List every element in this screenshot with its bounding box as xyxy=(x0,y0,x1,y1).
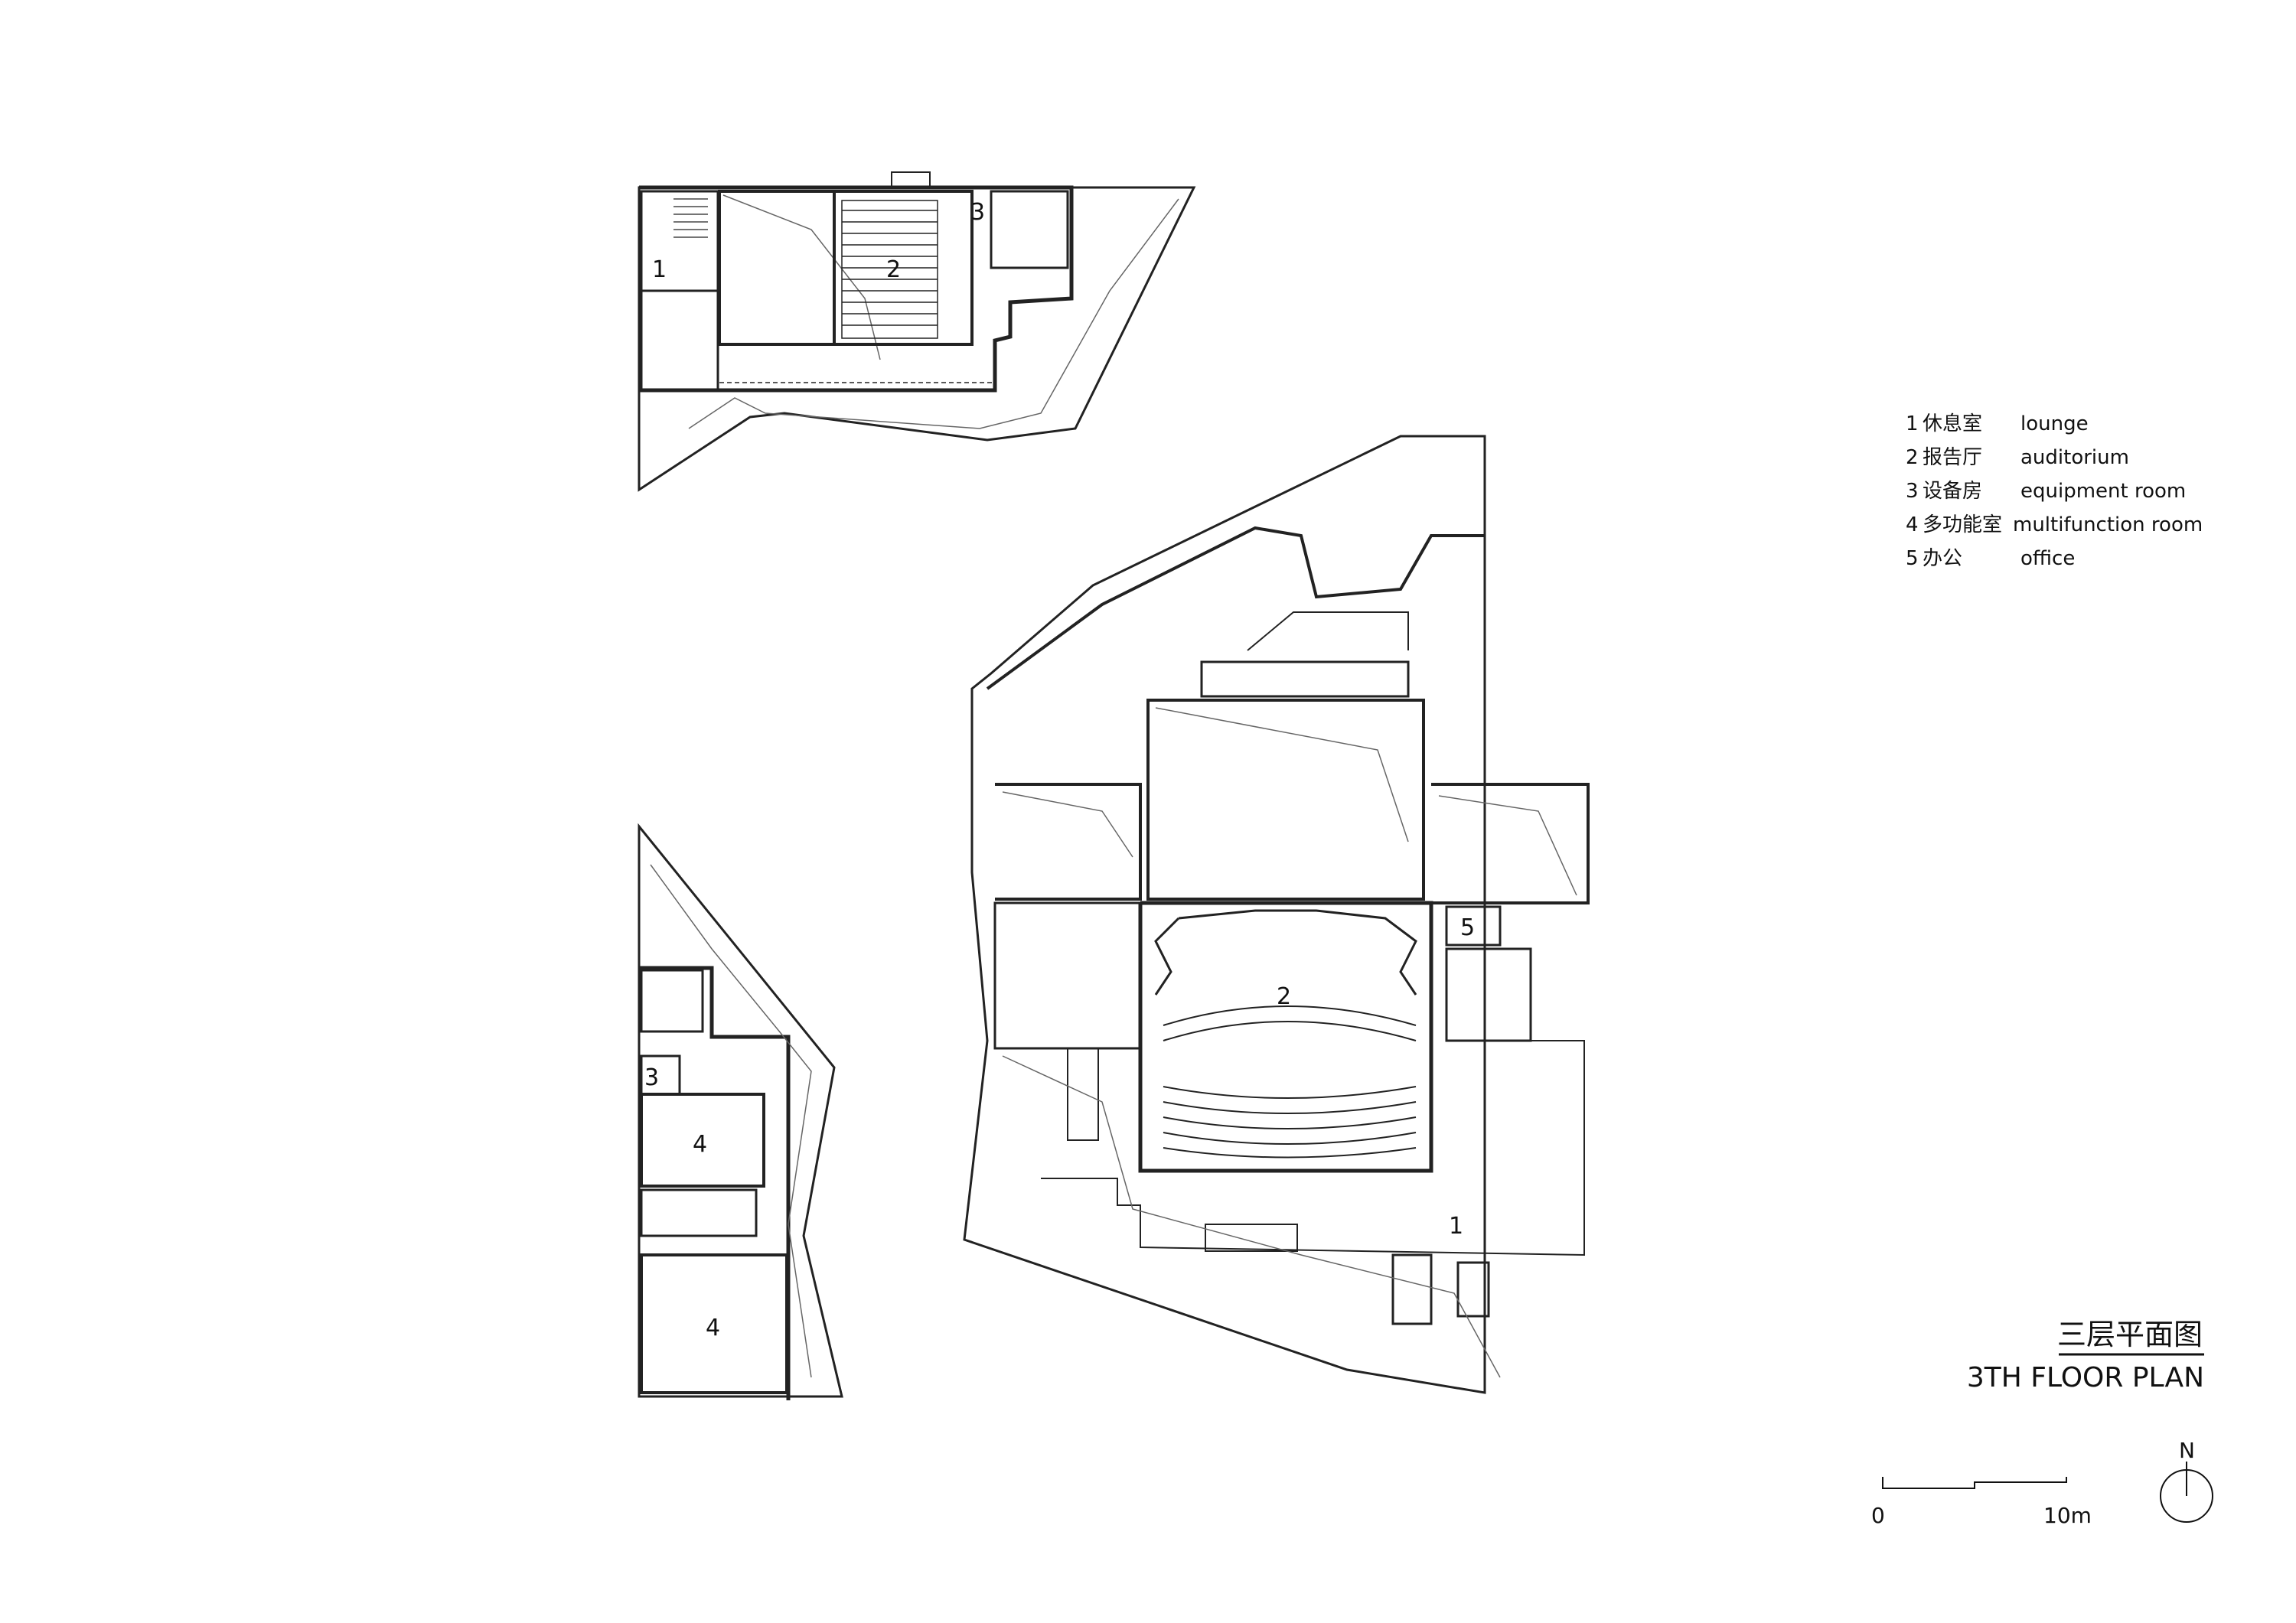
main-building xyxy=(963,435,1590,1394)
left-multifunction-2 xyxy=(640,1253,788,1394)
main-foyer-stair xyxy=(1205,1224,1298,1252)
top-site-outline xyxy=(638,186,1196,492)
north-label: N xyxy=(2179,1438,2195,1463)
top-auditorium xyxy=(833,190,974,346)
main-east-wing xyxy=(1431,783,1590,904)
main-foyer xyxy=(1041,1040,1585,1256)
title-en: 3TH FLOOR PLAN xyxy=(1967,1362,2204,1393)
main-stage-box xyxy=(1146,699,1425,901)
scale-end-label: 10m xyxy=(2043,1503,2092,1528)
main-east-landscape xyxy=(1438,795,1577,896)
legend-en: equipment room xyxy=(2020,480,2186,503)
legend: 1 休息室 lounge 2 报告厅 auditorium 3 设备房 equi… xyxy=(1906,412,2203,570)
main-office xyxy=(1445,905,1502,947)
top-building-wall xyxy=(639,185,1074,393)
room-label: 3 xyxy=(644,1064,659,1091)
main-north-wing xyxy=(986,526,1485,690)
legend-en: office xyxy=(2020,547,2075,570)
plan-title: 三层平面图 3TH FLOOR PLAN xyxy=(1967,1318,2204,1393)
legend-num: 5 xyxy=(1906,547,1919,570)
legend-cn: 设备房 xyxy=(1923,480,1982,503)
left-core-mid xyxy=(640,1188,758,1237)
main-auditorium-seating xyxy=(1163,1005,1417,1159)
main-site-outline xyxy=(963,435,1486,1394)
top-landscape-lines xyxy=(688,198,1179,429)
legend-num: 1 xyxy=(1906,412,1919,435)
main-east-core xyxy=(1445,947,1532,1042)
room-label: 2 xyxy=(886,256,901,283)
top-auditorium-seating xyxy=(841,200,938,339)
legend-cn: 多功能室 xyxy=(1923,513,2002,536)
top-room-a xyxy=(718,190,836,346)
legend-num: 2 xyxy=(1906,446,1919,469)
top-room-labels: 1 2 3 xyxy=(652,199,985,283)
main-north-ramp xyxy=(1247,611,1409,651)
scale-start-label: 0 xyxy=(1871,1503,1885,1528)
main-room-labels: 2 5 1 xyxy=(1277,914,1475,1240)
legend-num: 4 xyxy=(1906,513,1919,536)
main-upper-strip xyxy=(1200,660,1410,698)
legend-en: lounge xyxy=(2020,412,2089,435)
scale-bar xyxy=(1882,1477,2067,1489)
legend-cn: 办公 xyxy=(1923,547,1962,570)
room-label: 3 xyxy=(970,199,985,226)
left-multifunction-1 xyxy=(640,1093,765,1188)
left-room-labels: 3 4 4 xyxy=(644,1064,720,1341)
legend-en: auditorium xyxy=(2020,446,2129,469)
top-stair-hatch xyxy=(673,198,708,238)
room-label: 1 xyxy=(652,256,667,283)
top-projection-box xyxy=(891,171,931,188)
left-building xyxy=(638,823,843,1400)
north-arrow: N xyxy=(2160,1438,2213,1523)
main-south-core-2 xyxy=(1456,1261,1490,1318)
room-label: 2 xyxy=(1277,983,1291,1010)
top-core-right xyxy=(990,190,1069,269)
left-core-top xyxy=(640,969,704,1033)
main-west-wing xyxy=(995,783,1142,901)
legend-num: 3 xyxy=(1906,480,1919,503)
main-auditorium-shell xyxy=(1138,901,1433,1173)
title-cn: 三层平面图 xyxy=(2057,1318,2203,1351)
room-label: 1 xyxy=(1449,1213,1463,1240)
left-landscape-lines xyxy=(650,864,812,1378)
main-south-core-1 xyxy=(1391,1253,1433,1325)
left-building-wall xyxy=(639,966,791,1400)
legend-cn: 休息室 xyxy=(1923,412,1982,435)
main-west-stair xyxy=(1067,1048,1099,1141)
room-label: 4 xyxy=(706,1315,720,1341)
room-label: 4 xyxy=(693,1131,707,1158)
legend-en: multifunction room xyxy=(2013,513,2203,536)
main-west-core xyxy=(993,901,1142,1050)
main-stage-diagonal xyxy=(1155,707,1409,842)
main-proscenium-left xyxy=(1154,917,1180,996)
main-south-landscape xyxy=(1002,1055,1501,1378)
room-label: 5 xyxy=(1460,914,1475,941)
main-west-landscape xyxy=(1002,791,1133,858)
legend-cn: 报告厅 xyxy=(1923,446,1982,469)
top-landscape-lines-2 xyxy=(722,194,881,360)
top-building xyxy=(638,171,1196,492)
left-site-outline xyxy=(638,823,843,1398)
main-proscenium xyxy=(1178,909,1417,996)
